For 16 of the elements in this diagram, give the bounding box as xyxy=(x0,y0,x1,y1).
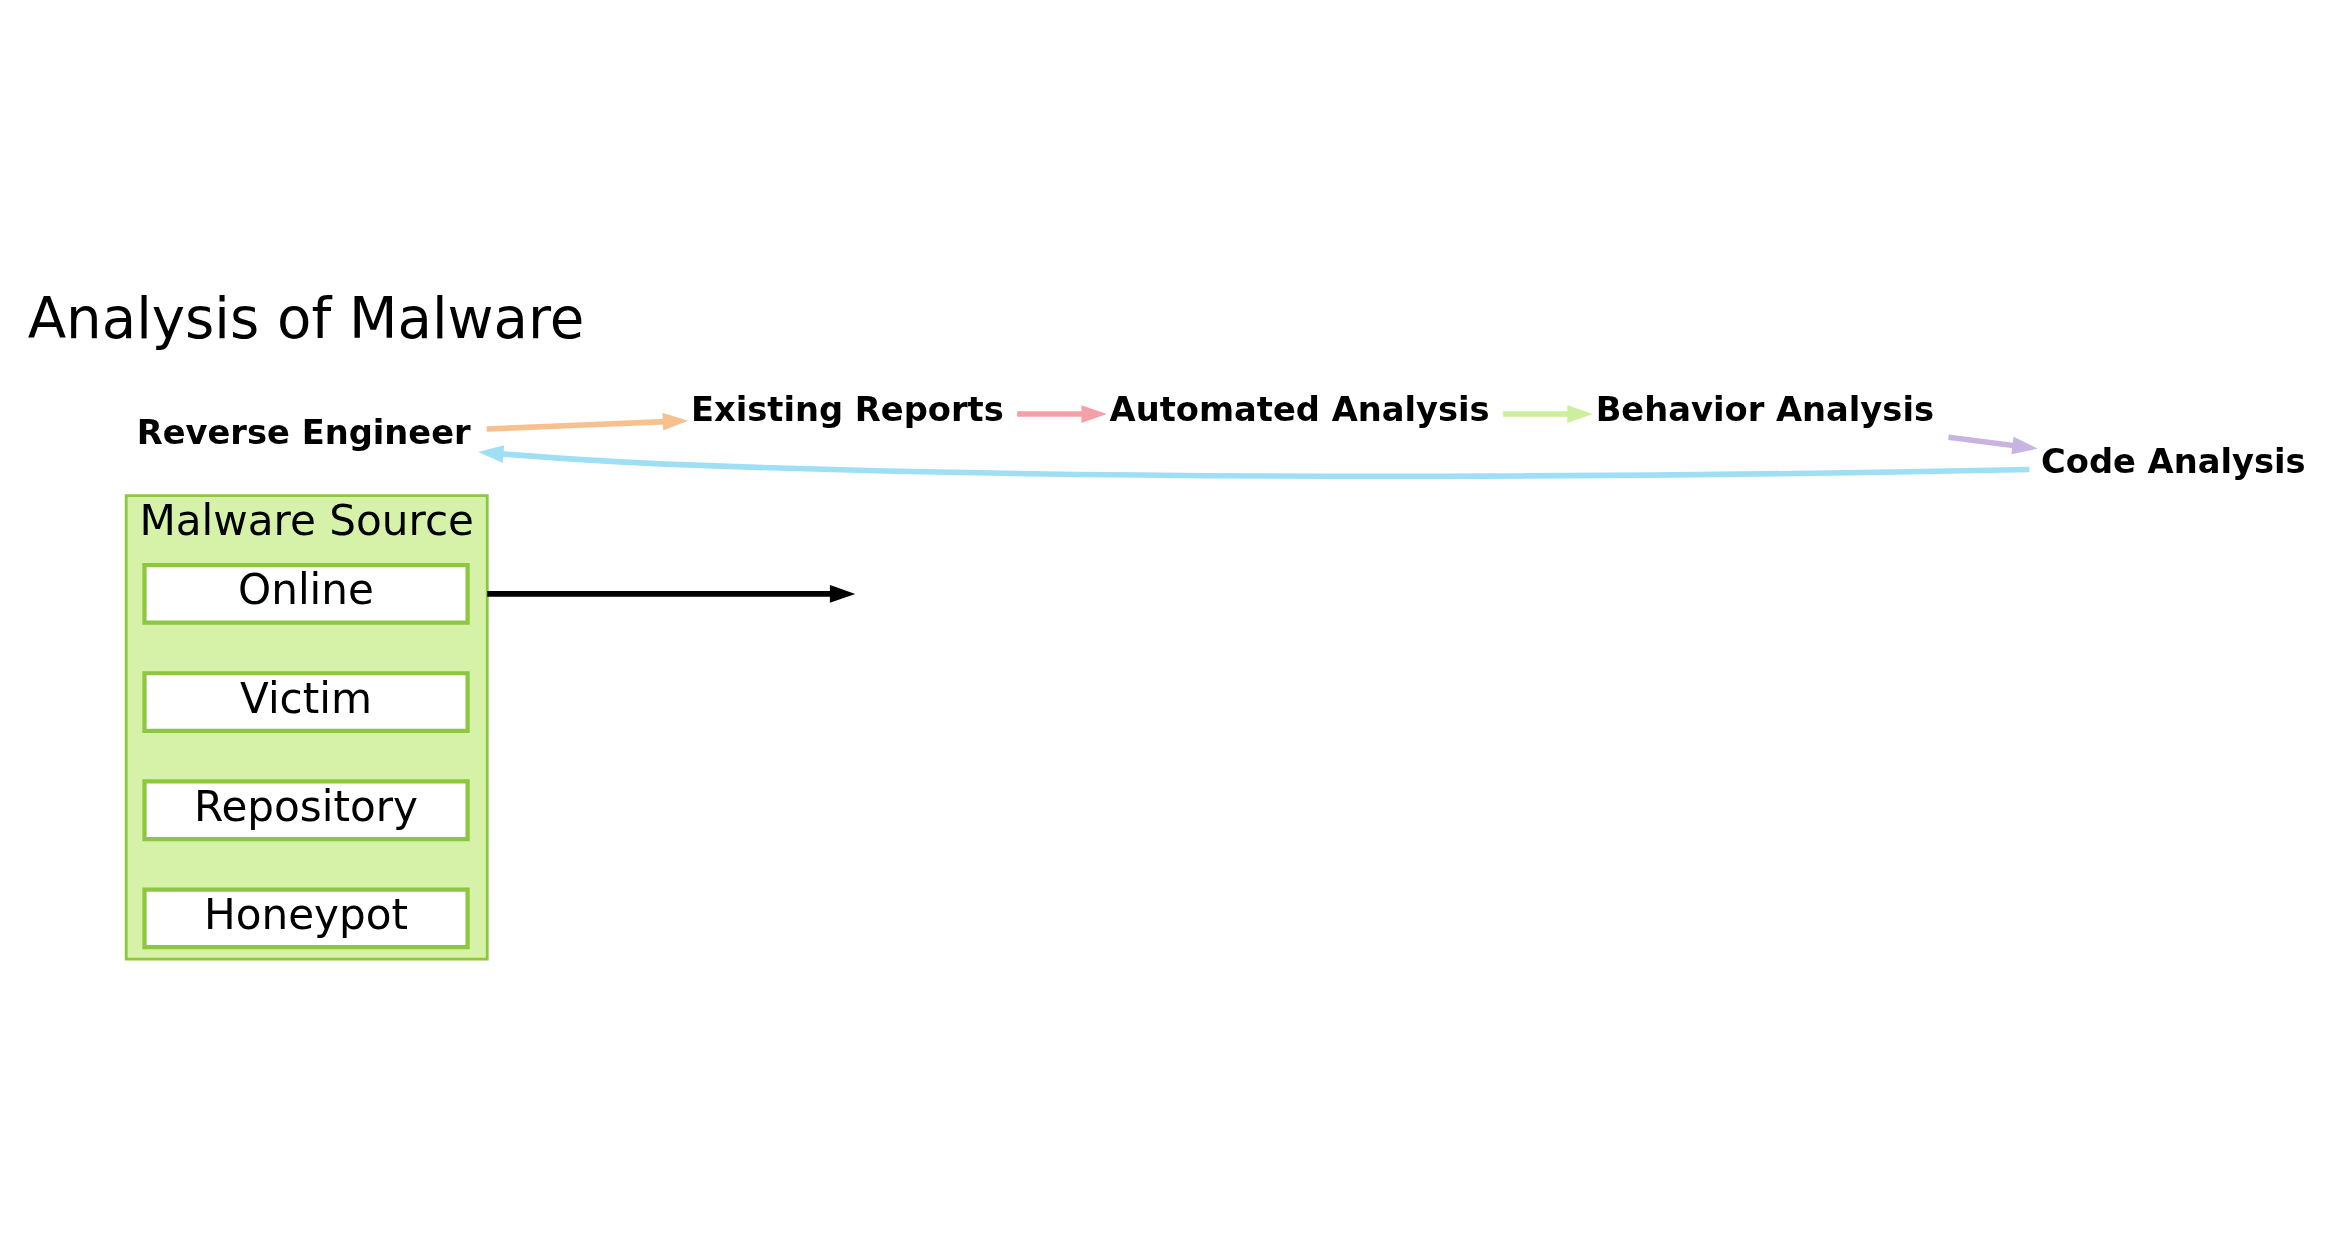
arrow xyxy=(1503,404,1593,423)
node-text: Code Analysis xyxy=(2041,441,2306,481)
arrow xyxy=(1017,404,1107,423)
node-box: Honeypot xyxy=(142,887,470,949)
node-text: Behavior Analysis xyxy=(1595,389,1935,429)
node-box: Victim xyxy=(142,670,470,733)
node-box: Repository xyxy=(142,778,470,841)
arrow xyxy=(486,412,689,432)
label: Analysis of Malware xyxy=(27,285,585,351)
node-box: Online xyxy=(142,562,470,625)
arrow xyxy=(487,584,856,603)
node-text: Existing Reports xyxy=(690,389,1004,429)
node-text: Automated Analysis xyxy=(1109,389,1490,429)
arrow xyxy=(478,444,2030,479)
arrow xyxy=(1948,433,2038,454)
node-text: Reverse Engineer xyxy=(136,412,471,452)
